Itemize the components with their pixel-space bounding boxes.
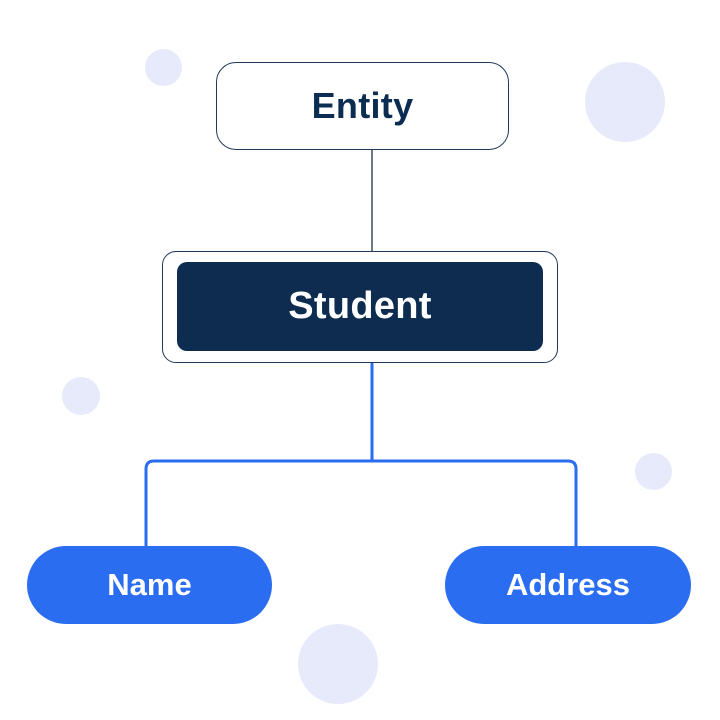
attribute-node-address	[445, 546, 691, 624]
root-node-box	[216, 62, 509, 150]
attribute-node-name	[27, 546, 272, 624]
attribute-node-address-label: Address	[505, 567, 631, 602]
connector-entity-to-attributes	[144, 363, 578, 546]
decor-circle-top-left	[145, 49, 182, 86]
decor-circle-top-right	[585, 62, 665, 142]
attribute-node-name-label: Name	[107, 567, 192, 602]
decor-circle-bottom	[298, 624, 378, 704]
entity-node-box	[177, 262, 543, 351]
root-node-label: Entity	[311, 85, 414, 126]
decor-circle-mid-right	[635, 453, 672, 490]
decor-circle-mid-left	[62, 377, 100, 415]
entity-node-label: Student	[288, 285, 432, 327]
